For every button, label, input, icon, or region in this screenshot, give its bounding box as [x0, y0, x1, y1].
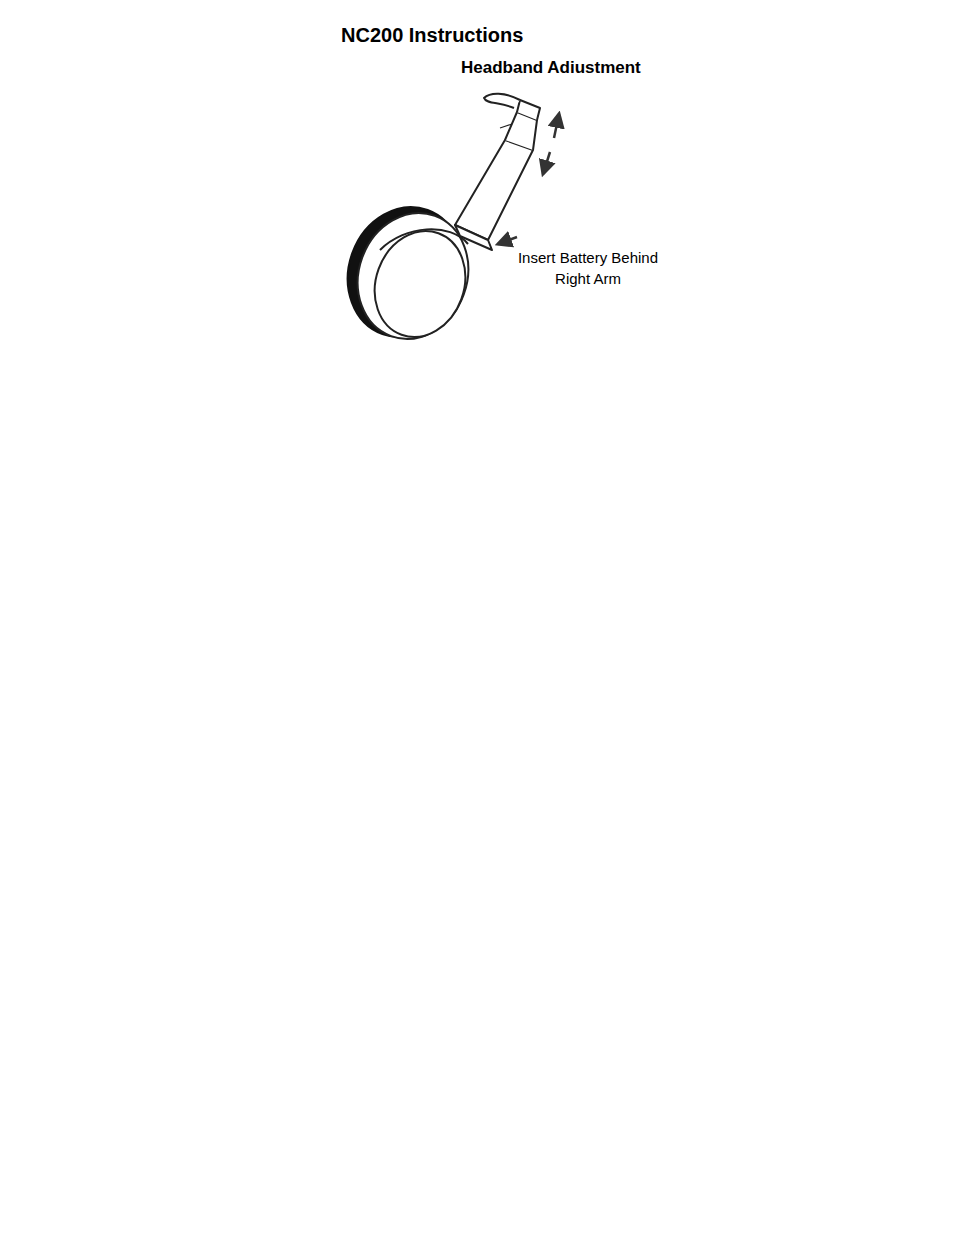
- headband-label: Headband Adiustment: [461, 58, 641, 78]
- page-title: NC200 Instructions: [341, 24, 523, 47]
- battery-label: Insert Battery Behind Right Arm: [505, 247, 671, 289]
